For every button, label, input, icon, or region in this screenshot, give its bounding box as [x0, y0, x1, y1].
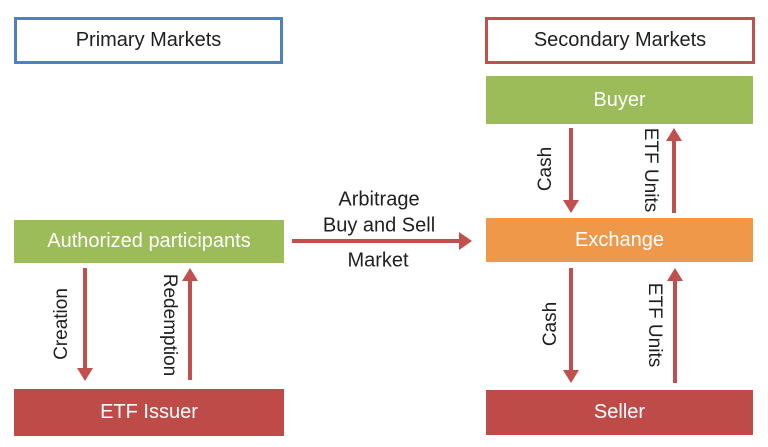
- etf-units-upper-arrow-shaft: [672, 140, 676, 213]
- etf-units-upper-arrowhead-icon: [666, 128, 682, 141]
- cash-lower-arrow-shaft: [569, 268, 573, 371]
- cash-lower-arrowhead-icon: [563, 370, 579, 383]
- creation-arrow-shaft: [83, 268, 87, 368]
- buyer-box: Buyer: [486, 76, 753, 124]
- exchange-box: Exchange: [486, 218, 753, 262]
- buyer-label: Buyer: [593, 88, 646, 111]
- etf-units-lower-arrow-shaft: [673, 280, 677, 383]
- creation-label: Creation: [51, 288, 72, 360]
- arbitrage-label-line1: Arbitrage: [338, 188, 420, 211]
- cash-exchange-seller-label: Cash: [540, 301, 561, 347]
- arbitrage-arrow-shaft: [292, 239, 460, 243]
- arbitrage-label-line3: Market: [347, 249, 409, 272]
- redemption-arrowhead-icon: [182, 268, 198, 281]
- arbitrage-arrowhead-icon: [459, 232, 472, 250]
- authorized-participants-label: Authorized participants: [47, 230, 251, 252]
- exchange-label: Exchange: [575, 228, 664, 251]
- arbitrage-label-line2: Buy and Sell: [322, 214, 436, 237]
- secondary-markets-box: Secondary Markets: [485, 17, 755, 64]
- cash-buyer-exchange-label: Cash: [535, 146, 556, 192]
- secondary-markets-label: Secondary Markets: [533, 29, 707, 51]
- etf-units-lower-arrowhead-icon: [667, 268, 683, 281]
- seller-label: Seller: [593, 401, 646, 423]
- authorized-participants-box: Authorized participants: [14, 220, 284, 263]
- cash-upper-arrowhead-icon: [563, 200, 579, 213]
- etf-units-seller-exchange-label: ETF Units: [644, 282, 665, 368]
- primary-markets-box: Primary Markets: [14, 17, 283, 64]
- etf-units-exchange-buyer-label: ETF Units: [640, 127, 661, 213]
- redemption-arrow-shaft: [188, 280, 192, 380]
- etf-issuer-label: ETF Issuer: [100, 401, 198, 423]
- creation-arrowhead-icon: [77, 368, 93, 381]
- primary-markets-label: Primary Markets: [75, 29, 222, 51]
- cash-upper-arrow-shaft: [569, 128, 573, 201]
- redemption-label: Redemption: [159, 273, 180, 377]
- etf-issuer-box: ETF Issuer: [14, 389, 284, 436]
- seller-box: Seller: [486, 390, 753, 435]
